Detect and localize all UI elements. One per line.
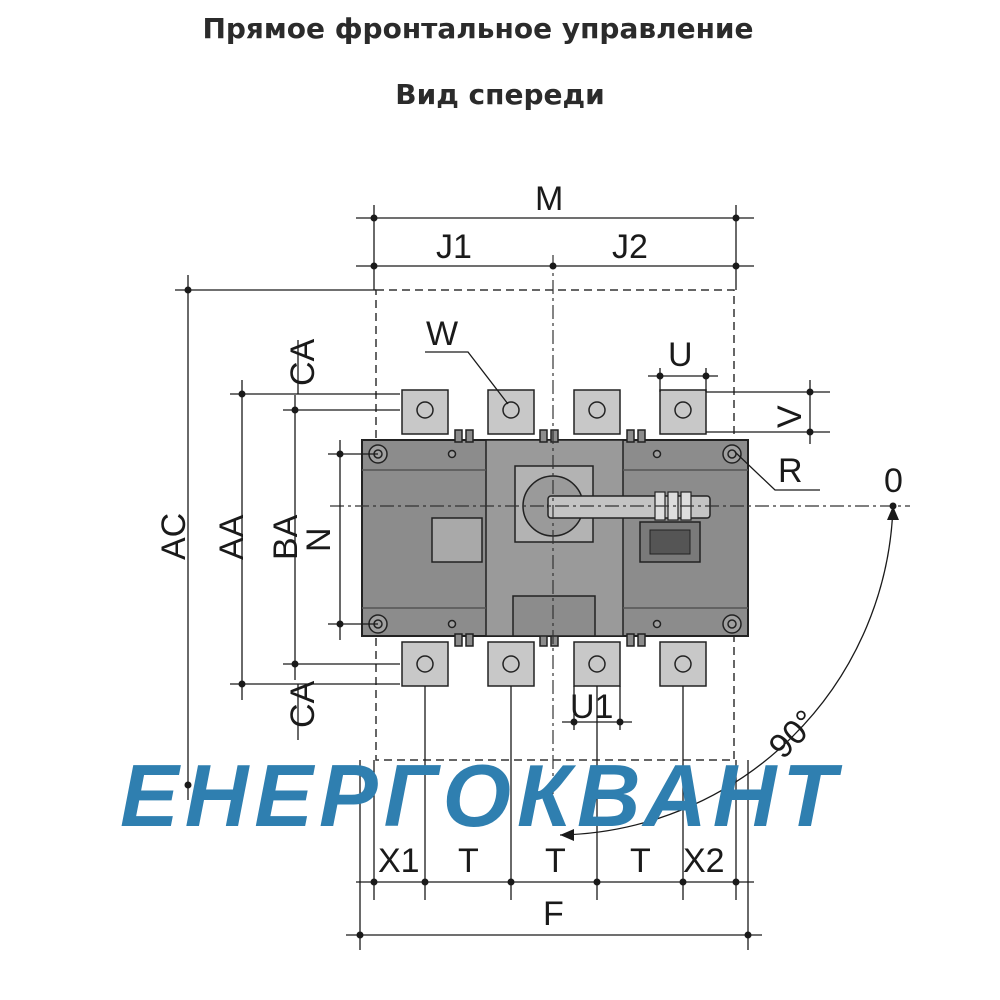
top-terminals <box>401 389 707 435</box>
dim-label-T3: T <box>630 842 651 880</box>
dim-label-CA-bottom: CA <box>284 680 322 728</box>
dim-label-zero: 0 <box>884 462 903 500</box>
watermark-logo: ЕНЕРГОКВАНТ <box>120 746 843 845</box>
bottom-terminals <box>401 641 707 687</box>
dim-label-M: M <box>535 180 563 218</box>
dim-label-U: U <box>668 336 693 374</box>
dim-label-AC: AC <box>155 513 193 560</box>
dim-label-CA-top: CA <box>284 338 322 386</box>
rotary-handle <box>512 465 711 637</box>
dim-label-U1: U1 <box>570 688 613 726</box>
dim-label-X2: X2 <box>683 842 725 880</box>
dim-label-V: V <box>771 405 809 428</box>
page-title: Прямое фронтальное управление <box>202 12 754 45</box>
bottom-notches <box>454 633 646 647</box>
dim-label-T1: T <box>458 842 479 880</box>
dim-label-R: R <box>778 452 803 490</box>
dim-label-AA: AA <box>213 514 251 560</box>
dim-label-J2: J2 <box>612 228 648 266</box>
dim-label-J1: J1 <box>436 228 472 266</box>
dim-label-X1: X1 <box>378 842 420 880</box>
dimension-lines <box>175 205 894 950</box>
dim-label-BA: BA <box>267 514 305 560</box>
dim-label-T2: T <box>545 842 566 880</box>
dim-label-F: F <box>543 895 564 933</box>
dimension-dots <box>184 214 899 939</box>
top-notches <box>454 429 646 443</box>
dim-label-N: N <box>300 527 338 552</box>
page-subtitle: Вид спереди <box>395 78 605 111</box>
mounting-screws <box>368 444 742 634</box>
dim-label-W: W <box>426 315 458 353</box>
